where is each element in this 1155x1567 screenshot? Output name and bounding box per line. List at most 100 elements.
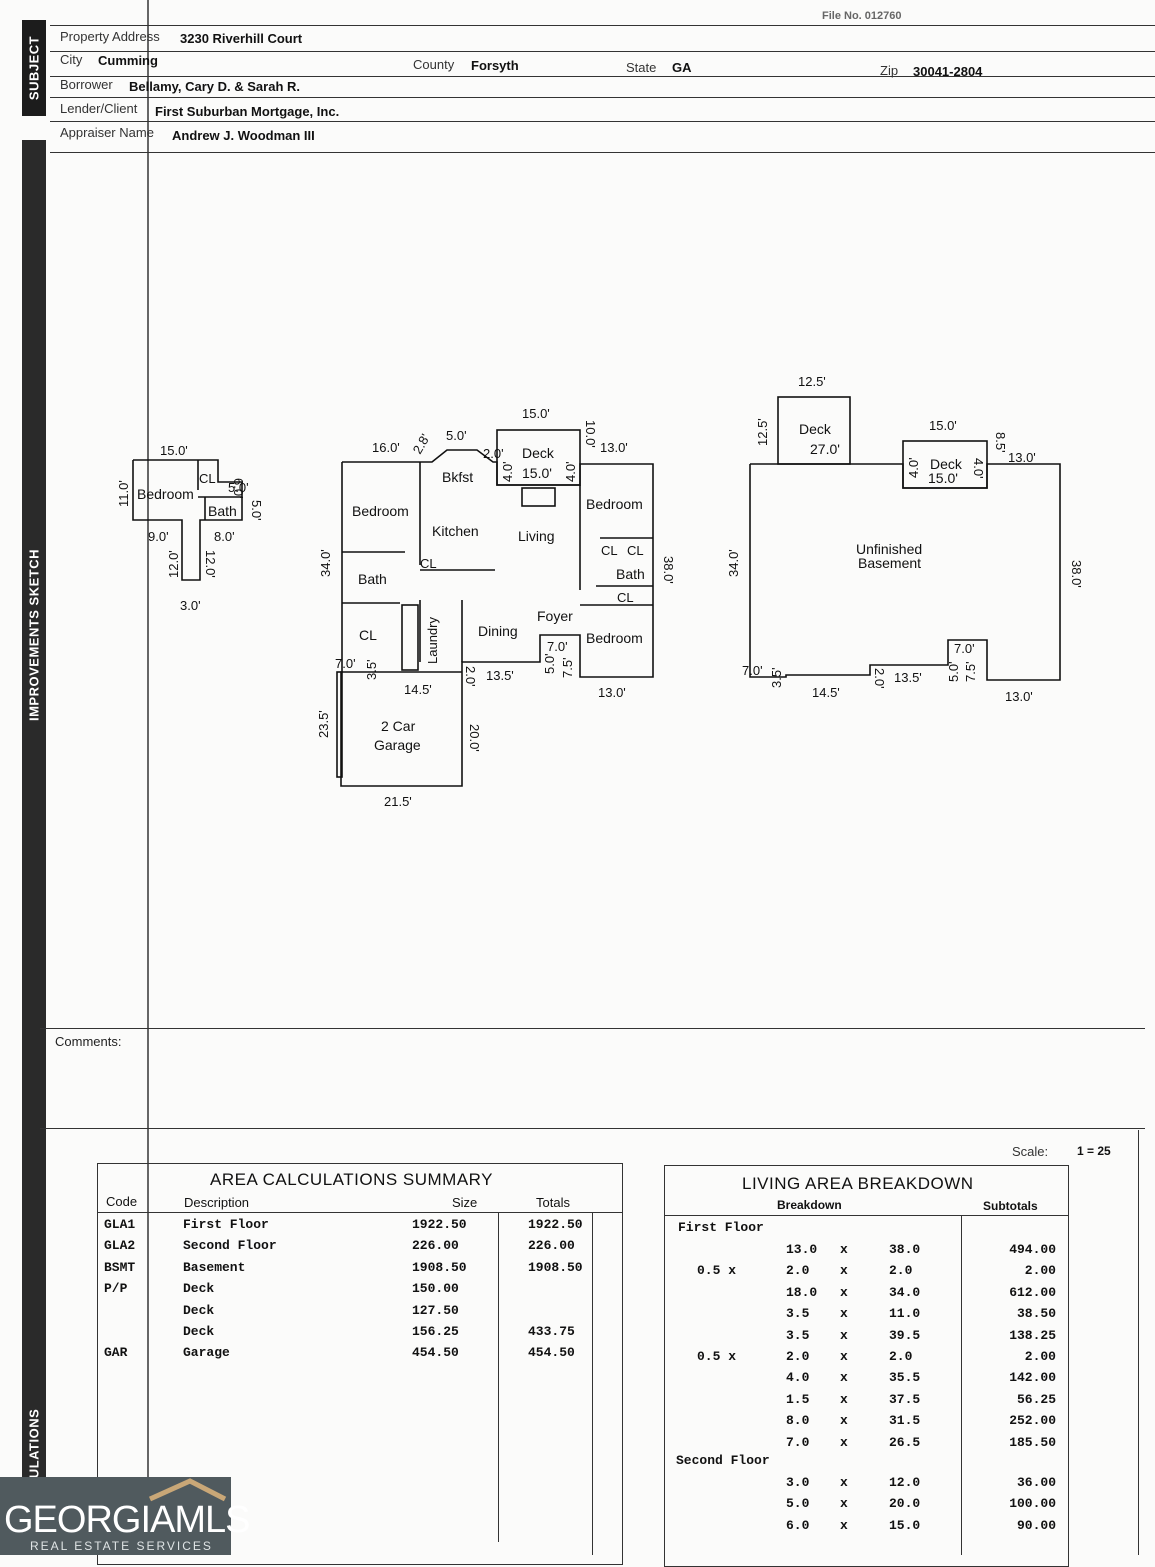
area-size: 226.00 bbox=[412, 1238, 459, 1254]
area-size: 1908.50 bbox=[412, 1259, 467, 1275]
area-size: 454.50 bbox=[412, 1345, 459, 1361]
living-dim-a: 2.0 bbox=[786, 1349, 810, 1364]
living-subtotal: 90.00 bbox=[1016, 1517, 1056, 1533]
living-factor: 0.5 x bbox=[697, 1263, 737, 1279]
city-label: City bbox=[60, 52, 83, 67]
dim: 5.0' bbox=[446, 428, 467, 443]
living-dim-a: 6.0 bbox=[786, 1517, 810, 1533]
area-code: P/P bbox=[104, 1281, 128, 1297]
city: Cumming bbox=[98, 53, 158, 68]
dim: 20.0' bbox=[467, 724, 482, 752]
room-label: Living bbox=[518, 528, 555, 544]
room-label: Deck bbox=[799, 421, 832, 437]
county: Forsyth bbox=[471, 58, 519, 73]
area-header-rule bbox=[97, 1212, 622, 1213]
living-dim-a: 3.5 bbox=[786, 1306, 810, 1322]
room-label: Bedroom bbox=[586, 630, 643, 646]
living-dim-b: 37.5 bbox=[889, 1391, 921, 1407]
file-number: File No. 012760 bbox=[822, 10, 902, 22]
living-dim-a: 13.0 bbox=[786, 1242, 818, 1257]
room-label: CL bbox=[359, 627, 377, 643]
dim: 16.0' bbox=[372, 440, 400, 455]
dim: 8.5' bbox=[993, 432, 1008, 453]
dim: 13.0' bbox=[598, 685, 626, 700]
scale-label: Scale: bbox=[1012, 1144, 1049, 1159]
header-rule-5 bbox=[50, 152, 1155, 153]
state-label: State bbox=[626, 60, 657, 75]
living-dim-b: 11.0 bbox=[889, 1306, 921, 1322]
living-times: x bbox=[840, 1327, 848, 1343]
room-label: CL bbox=[627, 543, 644, 558]
area-code: GAR bbox=[104, 1345, 128, 1361]
living-times: x bbox=[840, 1263, 848, 1279]
dim: 34.0' bbox=[726, 549, 741, 577]
living-dim-a: 3.5 bbox=[786, 1327, 810, 1343]
living-times: x bbox=[840, 1475, 848, 1490]
area-desc: Second Floor bbox=[183, 1238, 277, 1254]
comments-bottom-rule bbox=[40, 1128, 1145, 1129]
dim: 4.0' bbox=[971, 458, 986, 479]
dim: 12.5' bbox=[798, 374, 826, 389]
living-dim-b: 20.0 bbox=[889, 1496, 921, 1512]
living-dim-b: 35.5 bbox=[889, 1370, 921, 1386]
room-label: Deck bbox=[930, 456, 963, 472]
dim: 7.5' bbox=[963, 661, 978, 682]
garage-door bbox=[336, 671, 343, 778]
area-desc: Deck bbox=[183, 1302, 215, 1318]
dim: 8.0' bbox=[214, 529, 235, 544]
area-col-divider bbox=[498, 1212, 499, 1542]
scale-value: 1 = 25 bbox=[1077, 1144, 1111, 1158]
second-floor-heading: Second Floor bbox=[676, 1453, 770, 1468]
dim: 13.0' bbox=[1005, 689, 1033, 704]
dim: 5.0' bbox=[249, 500, 264, 521]
dim: 12.0' bbox=[166, 550, 181, 578]
living-dim-a: 7.0 bbox=[786, 1434, 810, 1450]
living-dim-b: 31.5 bbox=[889, 1413, 921, 1429]
dim: 14.5' bbox=[404, 682, 432, 697]
room-label: Laundry bbox=[425, 617, 440, 664]
col-subtotals: Subtotals bbox=[983, 1199, 1038, 1213]
dim: 4.0' bbox=[500, 461, 515, 482]
living-times: x bbox=[840, 1517, 848, 1533]
dim: 3.0' bbox=[180, 598, 201, 613]
header-rule-3 bbox=[50, 97, 1155, 98]
dim: 10.0' bbox=[583, 420, 598, 448]
living-subtotal: 185.50 bbox=[1009, 1434, 1056, 1450]
basement-deck-1 bbox=[777, 396, 851, 465]
living-times: x bbox=[840, 1370, 848, 1386]
header-rule-2 bbox=[50, 76, 1155, 77]
dim: 27.0' bbox=[810, 441, 840, 457]
living-dim-b: 38.0 bbox=[889, 1242, 921, 1257]
area-code: BSMT bbox=[104, 1259, 136, 1275]
area-total: 454.50 bbox=[528, 1345, 575, 1361]
room-label: Basement bbox=[858, 555, 921, 571]
living-dim-a: 2.0 bbox=[786, 1263, 810, 1279]
living-times: x bbox=[840, 1349, 848, 1364]
living-dim-a: 3.0 bbox=[786, 1475, 810, 1490]
calc-sidebar: CALCULATIONS bbox=[22, 1130, 46, 1516]
room-label: Dining bbox=[478, 623, 518, 639]
room-label: Kitchen bbox=[432, 523, 479, 539]
dim: 15.0' bbox=[522, 465, 552, 481]
dim: 13.5' bbox=[486, 668, 514, 683]
subject-sidebar: SUBJECT bbox=[22, 20, 46, 116]
dim: 38.0' bbox=[661, 556, 676, 584]
living-factor: 0.5 x bbox=[697, 1349, 737, 1364]
stairs bbox=[401, 604, 419, 671]
living-dim-b: 2.0 bbox=[889, 1263, 913, 1279]
main-floor-outline bbox=[340, 449, 654, 787]
living-subtotal: 100.00 bbox=[1009, 1496, 1056, 1512]
living-times: x bbox=[840, 1496, 848, 1512]
living-times: x bbox=[840, 1242, 848, 1257]
room-label: Foyer bbox=[537, 608, 573, 624]
upper-floor-outline bbox=[132, 459, 243, 581]
room-label: CL bbox=[199, 471, 216, 486]
living-times: x bbox=[840, 1391, 848, 1407]
dim: 21.5' bbox=[384, 794, 412, 809]
living-dim-a: 5.0 bbox=[786, 1496, 810, 1512]
borrower-label: Borrower bbox=[60, 77, 113, 92]
area-col-divider-2 bbox=[592, 1212, 593, 1555]
dim: 4.0' bbox=[563, 461, 578, 482]
room-label: CL bbox=[420, 556, 437, 571]
col-desc: Description bbox=[184, 1195, 250, 1210]
